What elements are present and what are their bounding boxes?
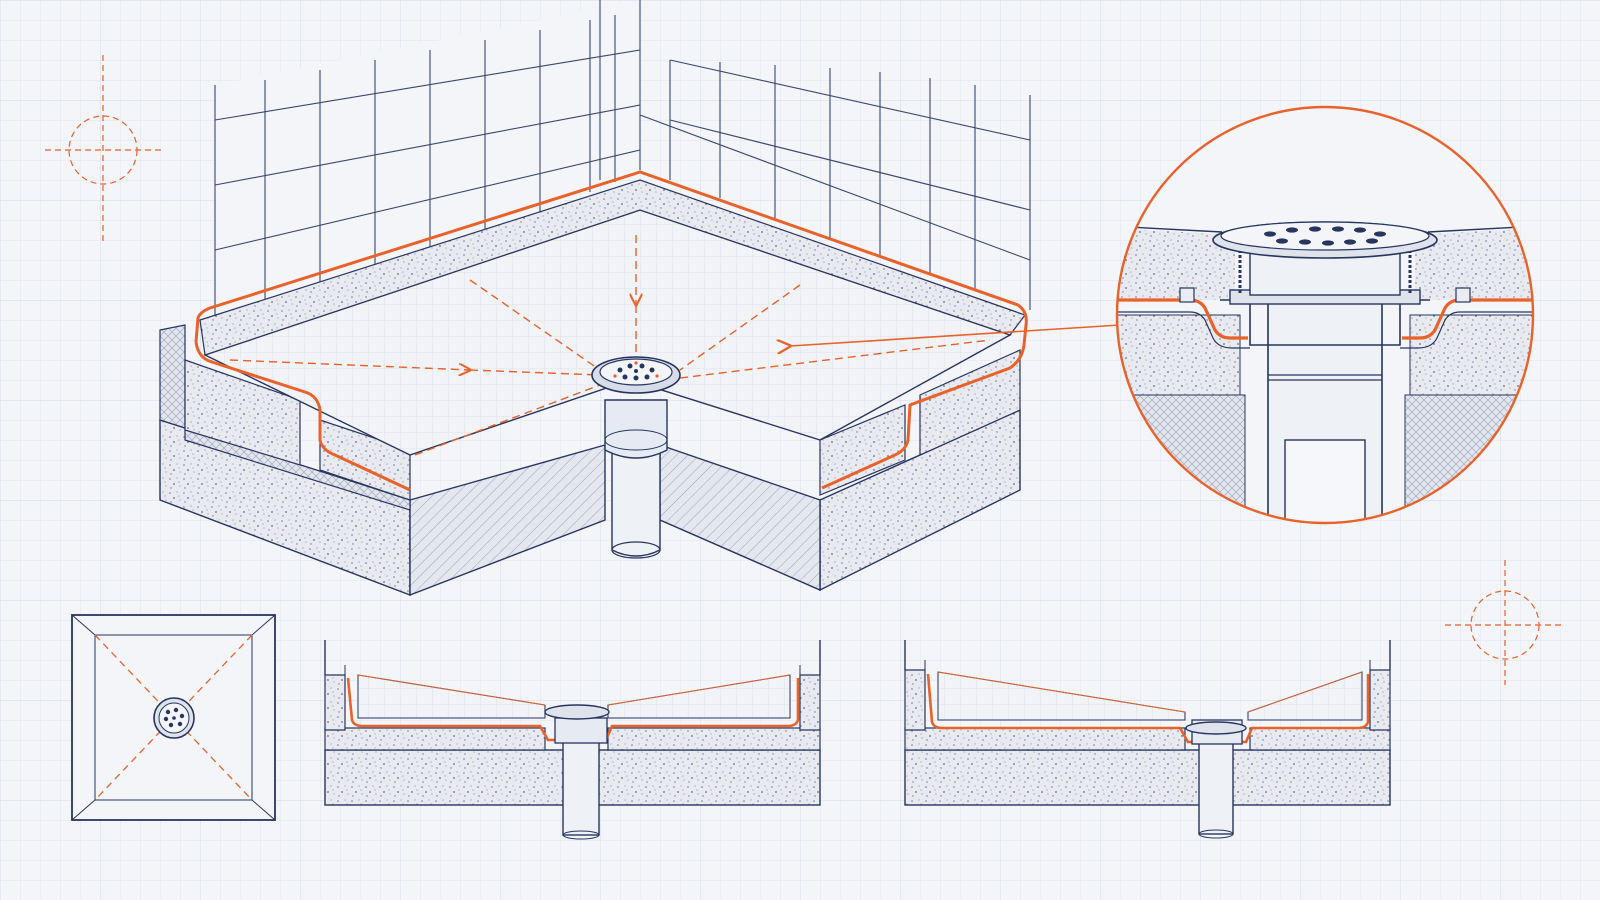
crosshair-mark-right — [1445, 560, 1565, 685]
mortar-curb-right — [819, 404, 906, 496]
mortar-bed-left — [159, 324, 411, 511]
waterproof-liner — [194, 170, 1028, 490]
crosshair-mark-left — [45, 55, 162, 245]
callout-leader — [790, 324, 1121, 346]
rear-perimeter-band — [199, 179, 1026, 356]
drain-detail-callout — [1115, 105, 1535, 525]
section-a — [324, 640, 821, 840]
mortar-curb-left — [184, 359, 301, 466]
tile-wall-left — [214, 0, 641, 340]
base-layer-front-left — [409, 444, 606, 597]
iso-drain — [591, 356, 681, 559]
isometric-shower-pan — [159, 0, 1121, 597]
mortar-curb-right-2 — [919, 349, 1021, 456]
tile-wall-right — [599, 0, 1031, 310]
section-b — [904, 640, 1391, 839]
plan-view — [71, 614, 276, 821]
waterproof-liner-left — [194, 341, 411, 492]
slope-arrows — [229, 235, 991, 456]
